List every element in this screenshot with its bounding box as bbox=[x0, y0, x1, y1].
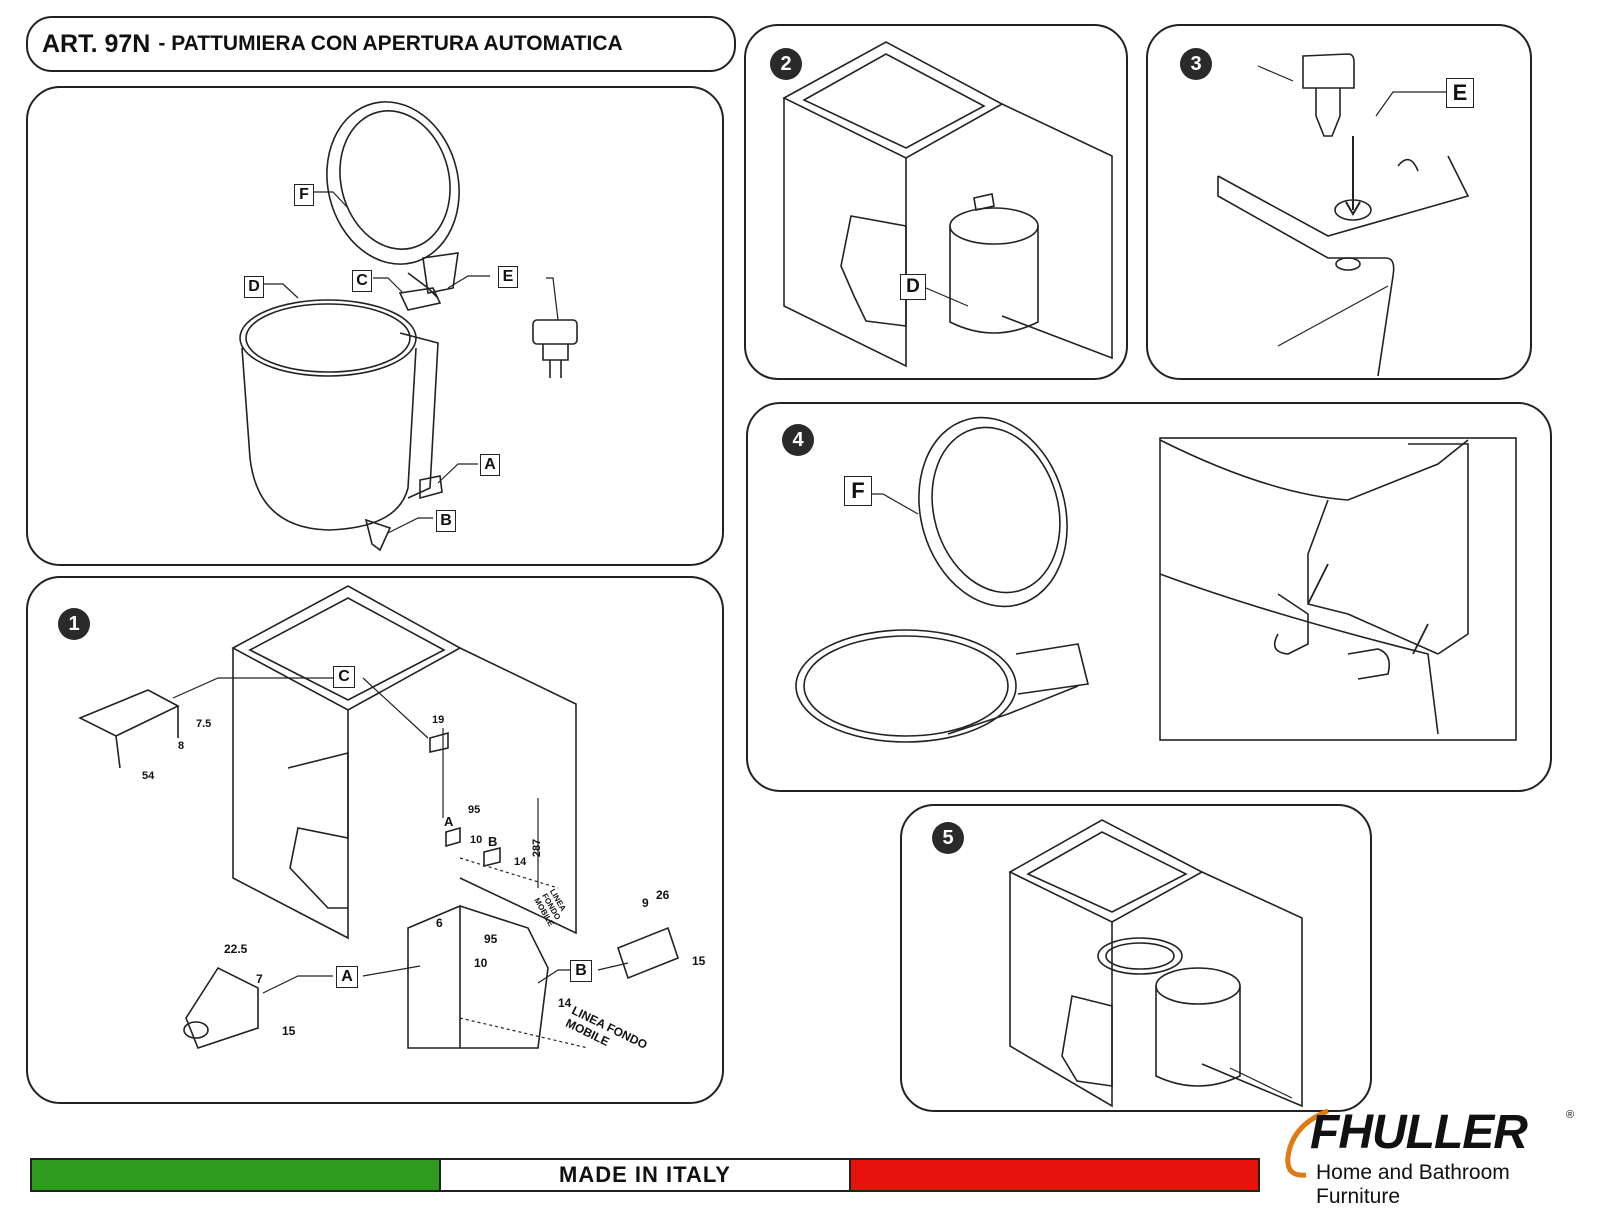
made-in-italy-banner: MADE IN ITALY bbox=[30, 1158, 1260, 1192]
step1-label-a: A bbox=[336, 966, 358, 988]
dim-15: 15 bbox=[282, 1024, 296, 1038]
article-description: - PATTUMIERA CON APERTURA AUTOMATICA bbox=[158, 32, 623, 55]
bracket-b-detail bbox=[617, 926, 679, 980]
dim-7: 7 bbox=[256, 972, 263, 986]
step1-label-a-small: A bbox=[444, 814, 454, 829]
flag-white: MADE IN ITALY bbox=[439, 1160, 851, 1190]
dim-7-5: 7.5 bbox=[196, 718, 212, 730]
cabinet-drawing bbox=[231, 585, 577, 940]
panel-step-1: 1 bbox=[26, 576, 724, 1104]
panel-step-4: 4 F bbox=[746, 402, 1552, 792]
panel-step-3: 3 E bbox=[1146, 24, 1532, 380]
dim-6: 6 bbox=[436, 916, 443, 930]
dim-287: 287 bbox=[531, 838, 544, 858]
step3-label-e: E bbox=[1446, 78, 1474, 108]
step-number-5: 5 bbox=[932, 822, 964, 854]
bracket-c-drawing bbox=[398, 287, 442, 311]
label-c: C bbox=[352, 270, 372, 292]
step5-drawing bbox=[1008, 819, 1303, 1108]
step1-label-c: C bbox=[333, 666, 355, 688]
step-number-4: 4 bbox=[782, 424, 814, 456]
step2-label-d: D bbox=[900, 274, 926, 300]
pedal-drawing bbox=[532, 319, 578, 378]
label-a: A bbox=[480, 454, 500, 476]
panel-exploded-view: F D C E A B bbox=[26, 86, 724, 566]
bracket-c-detail bbox=[78, 689, 180, 737]
dim-19: 19 bbox=[432, 714, 445, 726]
bracket-a-drawing bbox=[419, 475, 443, 500]
step4-label-f: F bbox=[844, 476, 872, 506]
step-number-3: 3 bbox=[1180, 48, 1212, 80]
article-code: ART. 97N bbox=[42, 29, 151, 58]
label-f: F bbox=[294, 184, 314, 206]
dim-14b: 14 bbox=[558, 996, 572, 1010]
dim-15b: 15 bbox=[692, 954, 706, 968]
dim-95: 95 bbox=[468, 804, 481, 816]
flag-red bbox=[850, 1160, 1258, 1190]
panel-step-2: 2 D bbox=[744, 24, 1128, 380]
label-b: B bbox=[436, 510, 456, 532]
label-e: E bbox=[498, 266, 518, 288]
panel-step-5: 5 bbox=[900, 804, 1372, 1112]
flag-green bbox=[32, 1160, 440, 1190]
exploded-drawing bbox=[239, 101, 578, 552]
dim-8: 8 bbox=[178, 740, 185, 752]
dim-9: 9 bbox=[642, 896, 649, 910]
fhuller-logo: FHULLER ® Home and Bathroom Furniture bbox=[1280, 1105, 1580, 1208]
dim-22-5: 22.5 bbox=[224, 942, 248, 956]
dim-95b: 95 bbox=[484, 932, 498, 946]
step3-drawing bbox=[1217, 53, 1470, 377]
dim-14: 14 bbox=[514, 856, 527, 868]
bracket-b-drawing bbox=[364, 518, 392, 552]
step1-drawing bbox=[78, 585, 679, 1049]
made-in-italy-text: MADE IN ITALY bbox=[559, 1162, 731, 1187]
brand-swoosh-icon bbox=[1285, 1108, 1329, 1178]
lid-drawing bbox=[326, 101, 460, 299]
bin-drawing bbox=[239, 299, 439, 531]
step1-label-b: B bbox=[570, 960, 592, 982]
label-d: D bbox=[244, 276, 264, 298]
brand-name: FHULLER bbox=[1310, 1106, 1528, 1159]
dim-54: 54 bbox=[142, 770, 155, 782]
step4-drawing bbox=[795, 416, 1517, 743]
step-number-1: 1 bbox=[58, 608, 90, 640]
installation-detail bbox=[407, 904, 461, 1049]
brand-tagline: Home and Bathroom Furniture bbox=[1316, 1161, 1510, 1208]
leader-lines bbox=[264, 191, 559, 534]
step-number-2: 2 bbox=[770, 48, 802, 80]
dim-26: 26 bbox=[656, 888, 670, 902]
title-bar: ART. 97N - PATTUMIERA CON APERTURA AUTOM… bbox=[26, 16, 736, 72]
dim-10: 10 bbox=[470, 834, 483, 846]
bracket-a-detail bbox=[185, 966, 259, 1049]
step2-drawing bbox=[782, 41, 1113, 368]
registered-mark: ® bbox=[1566, 1109, 1575, 1121]
dim-10b: 10 bbox=[474, 956, 488, 970]
step1-label-b-small: B bbox=[488, 834, 498, 849]
